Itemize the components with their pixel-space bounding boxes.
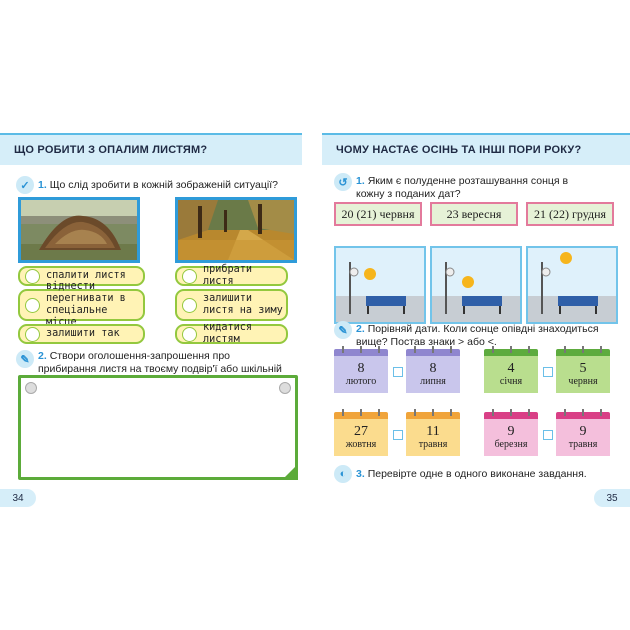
calendar-month: липня (420, 376, 446, 387)
calendar-rings (406, 409, 460, 416)
compare-box[interactable] (393, 367, 403, 377)
right-task-2: 2. Порівняй дати. Коли сонце опівдні зна… (356, 323, 599, 348)
calendar-month: січня (499, 376, 523, 387)
date-september: 23 вересня (430, 202, 518, 226)
pencil-icon: ✎ (334, 321, 352, 339)
page-number-right: 35 (594, 489, 630, 507)
calendar-rings (556, 346, 610, 353)
calendar-month: травня (568, 439, 598, 450)
calendar-day: 5 (579, 361, 587, 376)
right-page-header: ЧОМУ НАСТАЄ ОСІНЬ ТА ІНШІ ПОРИ РОКУ? (322, 133, 630, 165)
scene-december[interactable] (526, 246, 618, 324)
calendar-day: 8 (429, 361, 437, 376)
calendar-day: 8 (357, 361, 365, 376)
calendar-month: жовтня (345, 439, 377, 450)
calendar-day: 11 (426, 424, 440, 439)
left-page-header: ЩО РОБИТИ З ОПАЛИМ ЛИСТЯМ? (0, 133, 302, 165)
date-june: 20 (21) червня (334, 202, 422, 226)
calendar-month: лютого (345, 376, 377, 387)
calendar-month: березня (494, 439, 528, 450)
date-december: 21 (22) грудня (526, 202, 614, 226)
compare-box[interactable] (393, 430, 403, 440)
checkmark-icon: ✓ (16, 176, 34, 194)
calendar-day: 9 (579, 424, 587, 439)
right-page-title: ЧОМУ НАСТАЄ ОСІНЬ ТА ІНШІ ПОРИ РОКУ? (336, 144, 582, 156)
right-task-3: 3. Перевірте одне в одного виконане завд… (356, 468, 587, 480)
pencil-icon: ✎ (16, 350, 34, 368)
answer-circle[interactable] (25, 326, 40, 342)
page-curl-icon (282, 464, 298, 480)
calendar-month: травня (418, 439, 448, 450)
left-task-1: 1. Що слід зробити в кожній зображеній с… (38, 179, 278, 191)
calendar-day: 4 (507, 361, 515, 376)
option-clean-leaves[interactable]: прибрати листя (175, 264, 288, 287)
calendar-rings (334, 409, 388, 416)
option-throw-leaves[interactable]: кидатися листям (175, 322, 288, 345)
scene-september[interactable] (430, 246, 522, 324)
calendar-rings (484, 346, 538, 353)
sun-path-icon: ↺ (334, 173, 352, 191)
notice-board-area[interactable] (18, 375, 298, 480)
option-leave-as-is[interactable]: залишити так (18, 324, 145, 344)
answer-circle[interactable] (182, 268, 197, 284)
option-leave-for-winter[interactable]: залишити листя на зиму (175, 289, 288, 321)
calendar-day: 27 (354, 424, 368, 439)
page-number-left: 34 (0, 489, 36, 507)
peer-check-icon: ◐ (334, 465, 352, 483)
answer-circle[interactable] (182, 326, 197, 342)
calendar-rings (406, 346, 460, 353)
leaf-pile-photo (18, 197, 140, 263)
calendar-month: червня (568, 376, 598, 387)
scene-june[interactable] (334, 246, 426, 324)
left-page-title: ЩО РОБИТИ З ОПАЛИМ ЛИСТЯМ? (14, 144, 208, 156)
compare-box[interactable] (543, 367, 553, 377)
pin-icon (279, 382, 291, 394)
calendar-rings (334, 346, 388, 353)
answer-circle[interactable] (182, 297, 197, 313)
autumn-park-photo (175, 197, 297, 263)
pin-icon (25, 382, 37, 394)
right-task-1: 1. Яким є полуденне розташування сонця в… (356, 175, 569, 200)
option-compost-leaves[interactable]: віднести перегнивати в спеціальне місце (18, 281, 145, 328)
calendar-day: 9 (507, 424, 515, 439)
compare-box[interactable] (543, 430, 553, 440)
answer-circle[interactable] (25, 268, 40, 284)
calendar-rings (556, 409, 610, 416)
answer-circle[interactable] (25, 297, 40, 313)
calendar-rings (484, 409, 538, 416)
option-burn-leaves[interactable]: спалити листя (18, 266, 145, 286)
